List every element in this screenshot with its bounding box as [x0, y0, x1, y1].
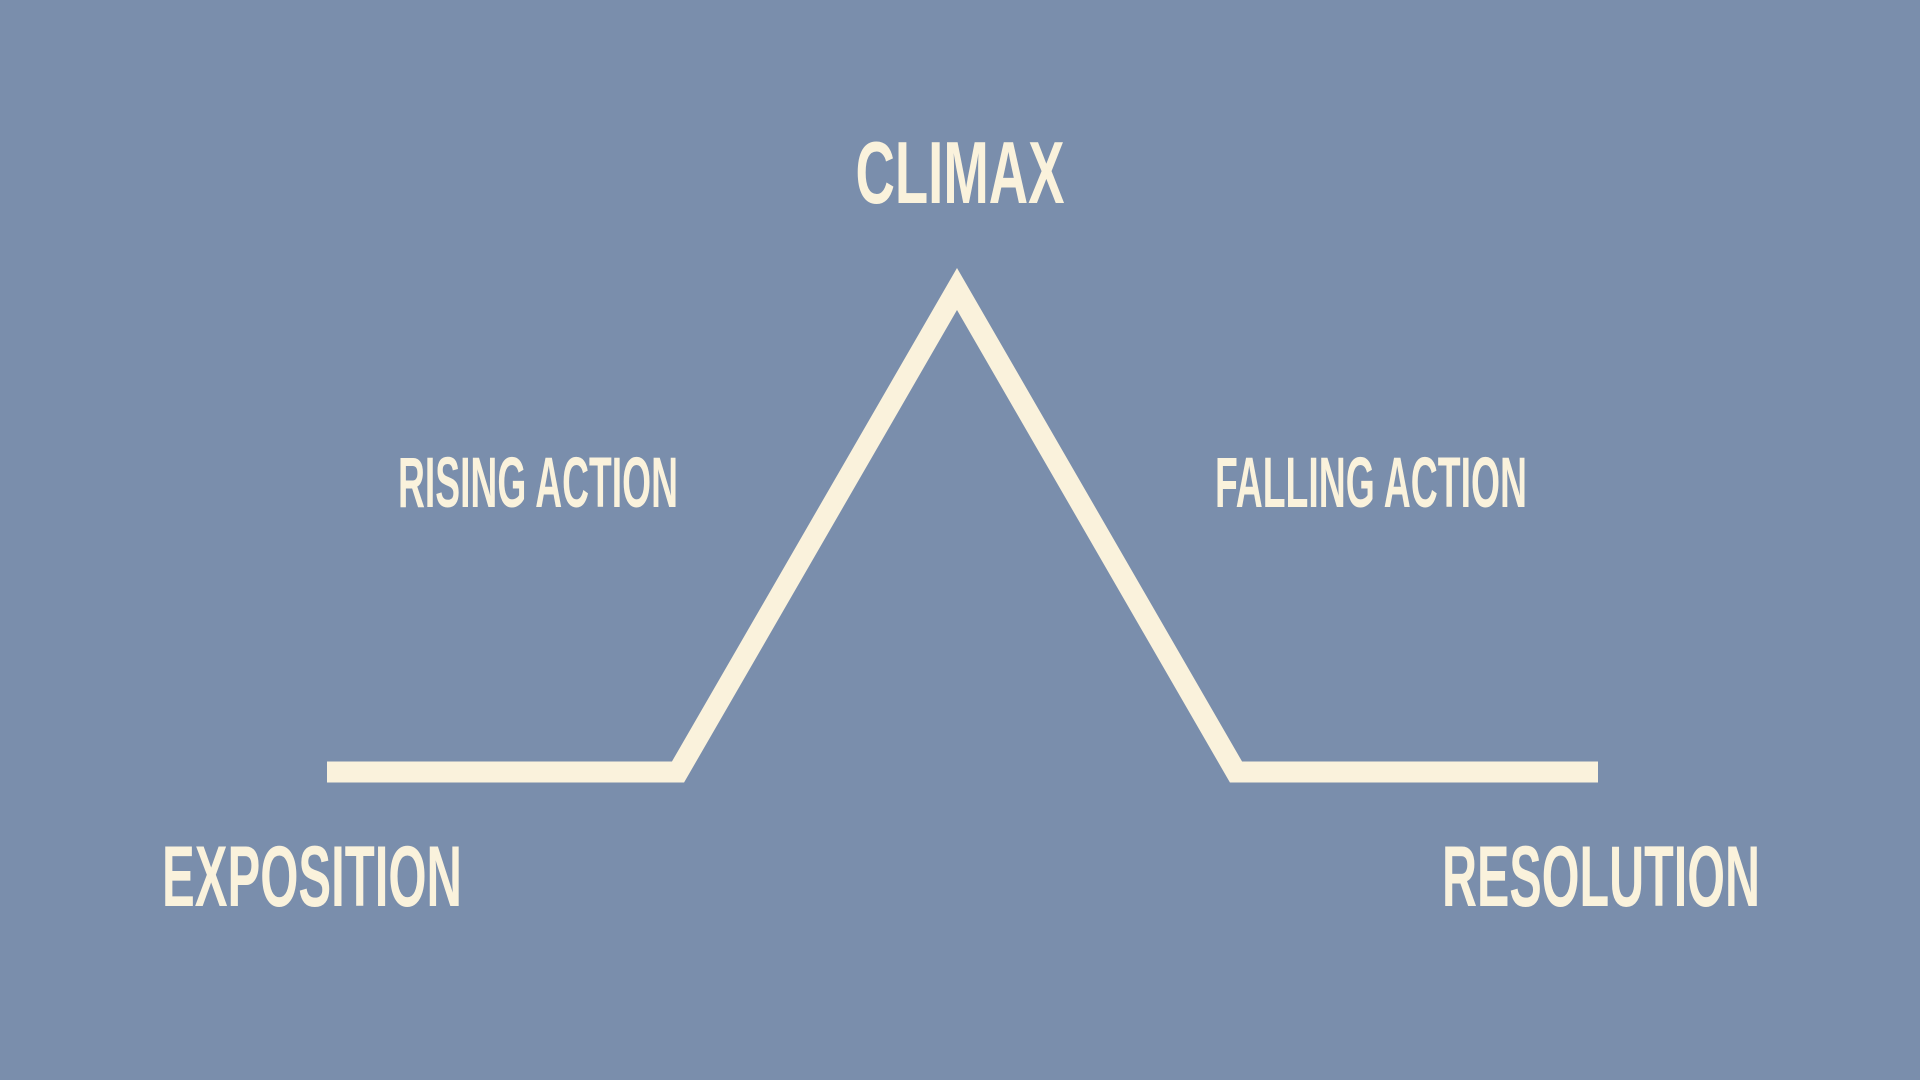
- label-rising-action: RISING ACTION: [398, 444, 678, 523]
- story-arc-line: [327, 268, 1598, 783]
- label-climax: CLIMAX: [856, 123, 1065, 222]
- label-exposition: EXPOSITION: [162, 829, 462, 925]
- label-falling-action: FALLING ACTION: [1215, 444, 1527, 523]
- label-resolution: RESOLUTION: [1442, 829, 1760, 925]
